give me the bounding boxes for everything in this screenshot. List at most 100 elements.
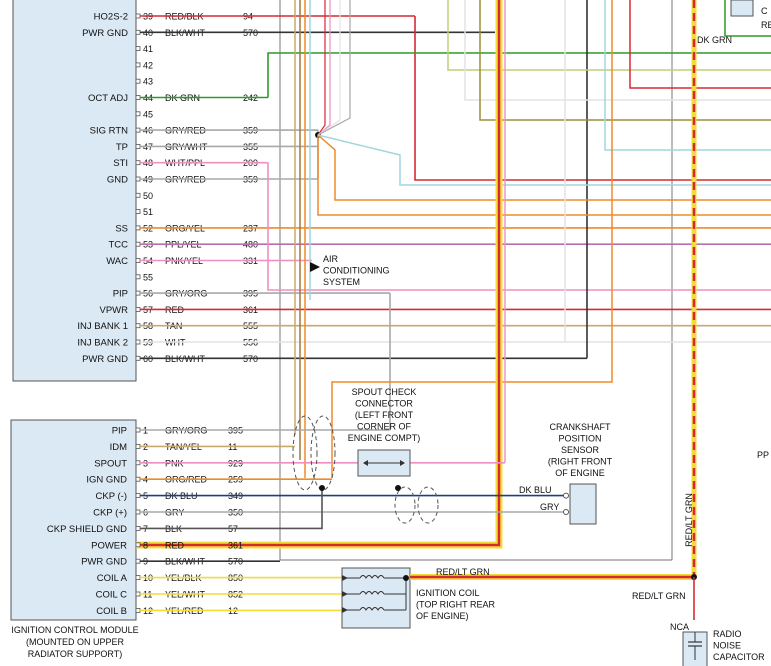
icm-pin-terminal	[135, 591, 141, 597]
spout-label: CORNER OF	[357, 422, 412, 432]
wire-orange	[317, 135, 771, 216]
sensor-pin	[563, 509, 569, 515]
icm-pin-terminal	[135, 558, 141, 564]
pcm-pin-terminal	[135, 258, 141, 263]
pcm-pin-number: 42	[143, 60, 153, 70]
coil-arrow	[342, 575, 348, 581]
splice-shield	[319, 485, 325, 491]
pcm-pin-terminal	[135, 176, 141, 182]
wire-44	[267, 52, 771, 98]
icm-pin-label: POWER	[91, 540, 127, 551]
wire-vert	[317, 0, 331, 136]
pcm-connector-box	[12, 0, 137, 382]
pcm-pin-label: WAC	[106, 256, 128, 267]
coil-arrow	[342, 607, 348, 613]
crankshaft-sensor	[569, 483, 597, 525]
spout-arrow-left	[363, 460, 368, 466]
wire-orange	[317, 134, 771, 201]
pcm-pin-terminal	[135, 192, 141, 198]
pcm-pin-label: HO2S-2	[94, 12, 128, 23]
pcm-pin-label: SS	[115, 223, 128, 234]
crankshaft-label: POSITION	[558, 434, 601, 444]
red-lt-grn-vertical-label: RED/LT GRN	[684, 493, 694, 547]
icm-title: IGNITION CONTROL MODULE	[11, 625, 138, 635]
wire-vert	[317, 0, 351, 136]
icm-pin-number: 8	[143, 540, 148, 550]
icm-box	[10, 419, 137, 621]
pcm-pin-terminal	[135, 13, 141, 19]
pcm-pin-terminal	[135, 225, 141, 231]
icm-pin-terminal	[135, 476, 141, 482]
icm-pin-terminal	[135, 443, 141, 449]
dk-grn-label: DK GRN	[697, 35, 732, 45]
icm-pin-label: COIL C	[96, 590, 127, 601]
wire-white	[464, 0, 771, 101]
pcm-pin-label: PIP	[113, 289, 128, 300]
pcm-pin-number: 41	[143, 44, 153, 54]
pcm-pin-terminal	[135, 160, 141, 166]
pcm-pin-terminal	[135, 127, 141, 133]
icm-circuit-number: 361	[228, 540, 243, 550]
top-right-connector	[730, 0, 754, 17]
wire-ltblue	[317, 134, 771, 186]
icm-title: (MOUNTED ON UPPER	[26, 637, 125, 647]
wire-48	[267, 162, 771, 291]
wire-vert	[317, 0, 341, 136]
spout-label: (LEFT FRONT	[355, 410, 414, 420]
icm-pin-terminal	[135, 460, 141, 466]
crankshaft-label: CRANKSHAFT	[549, 422, 611, 432]
pcm-pin-terminal	[135, 209, 141, 215]
pcm-pin-label: PWR GND	[82, 354, 128, 365]
ac-system-label: AIR	[323, 254, 339, 264]
wire-dkgrn	[724, 0, 771, 37]
coil-arrow	[342, 591, 348, 597]
wire-ltblue	[604, 0, 771, 151]
power-bus-red	[136, 0, 501, 547]
spout-arrow-right	[400, 460, 405, 466]
wire-olive	[479, 0, 771, 121]
icm-pin-label: IDM	[110, 442, 128, 453]
pcm-pin-terminal	[135, 46, 141, 51]
icm-pin-label: CKP SHIELD GND	[47, 524, 127, 535]
pcm-pin-terminal	[135, 290, 141, 296]
ignition-coil	[341, 567, 411, 629]
spout-label: CONNECTOR	[355, 399, 413, 409]
icm-pin-label: PIP	[112, 426, 127, 437]
pcm-pin-terminal	[135, 355, 141, 361]
coil-winding	[359, 575, 385, 579]
coil-winding	[359, 607, 385, 611]
pcm-pin-label: SIG RTN	[90, 126, 128, 137]
pcm-pin-terminal	[135, 241, 141, 247]
pcm-pin-label: GND	[107, 175, 128, 186]
radio-noise-label: RADIO	[713, 629, 742, 639]
pcm-pin-terminal	[135, 29, 141, 35]
ignition-coil-label: OF ENGINE)	[416, 611, 469, 621]
sensor-pin	[563, 492, 569, 499]
icm-title: RADIATOR SUPPORT)	[28, 649, 123, 659]
twisted-pair-left	[292, 415, 318, 491]
icm-pin-terminal	[135, 493, 141, 499]
icm-pin-terminal	[135, 526, 141, 531]
coil-winding	[359, 591, 385, 595]
gry-label: GRY	[540, 502, 559, 512]
wire-vert	[317, 0, 326, 136]
icm-pin-label: CKP (+)	[93, 508, 127, 519]
icm-pin-terminal	[135, 427, 141, 433]
pcm-pin-label: OCT ADJ	[88, 93, 128, 104]
wire-red	[629, 0, 771, 89]
icm-pin-label: IGN GND	[86, 475, 127, 486]
pcm-pin-terminal	[135, 95, 141, 100]
pcm-pin-terminal	[135, 62, 141, 68]
pcm-pin-label: STI	[113, 158, 128, 169]
wire-ltgrn	[447, 0, 771, 71]
icm-pin-label: CKP (-)	[96, 491, 128, 502]
pcm-pin-terminal	[135, 111, 141, 117]
pcm-pin-label: VPWR	[100, 305, 129, 316]
pcm-pin-label: TP	[116, 142, 128, 153]
ignition-coil-label: (TOP RIGHT REAR	[416, 600, 496, 610]
pcm-pin-label: INJ BANK 2	[77, 338, 128, 349]
ignition-coil-label: IGNITION COIL	[416, 588, 480, 598]
icm-pin-terminal	[135, 542, 141, 548]
splice-ckp	[395, 485, 401, 491]
